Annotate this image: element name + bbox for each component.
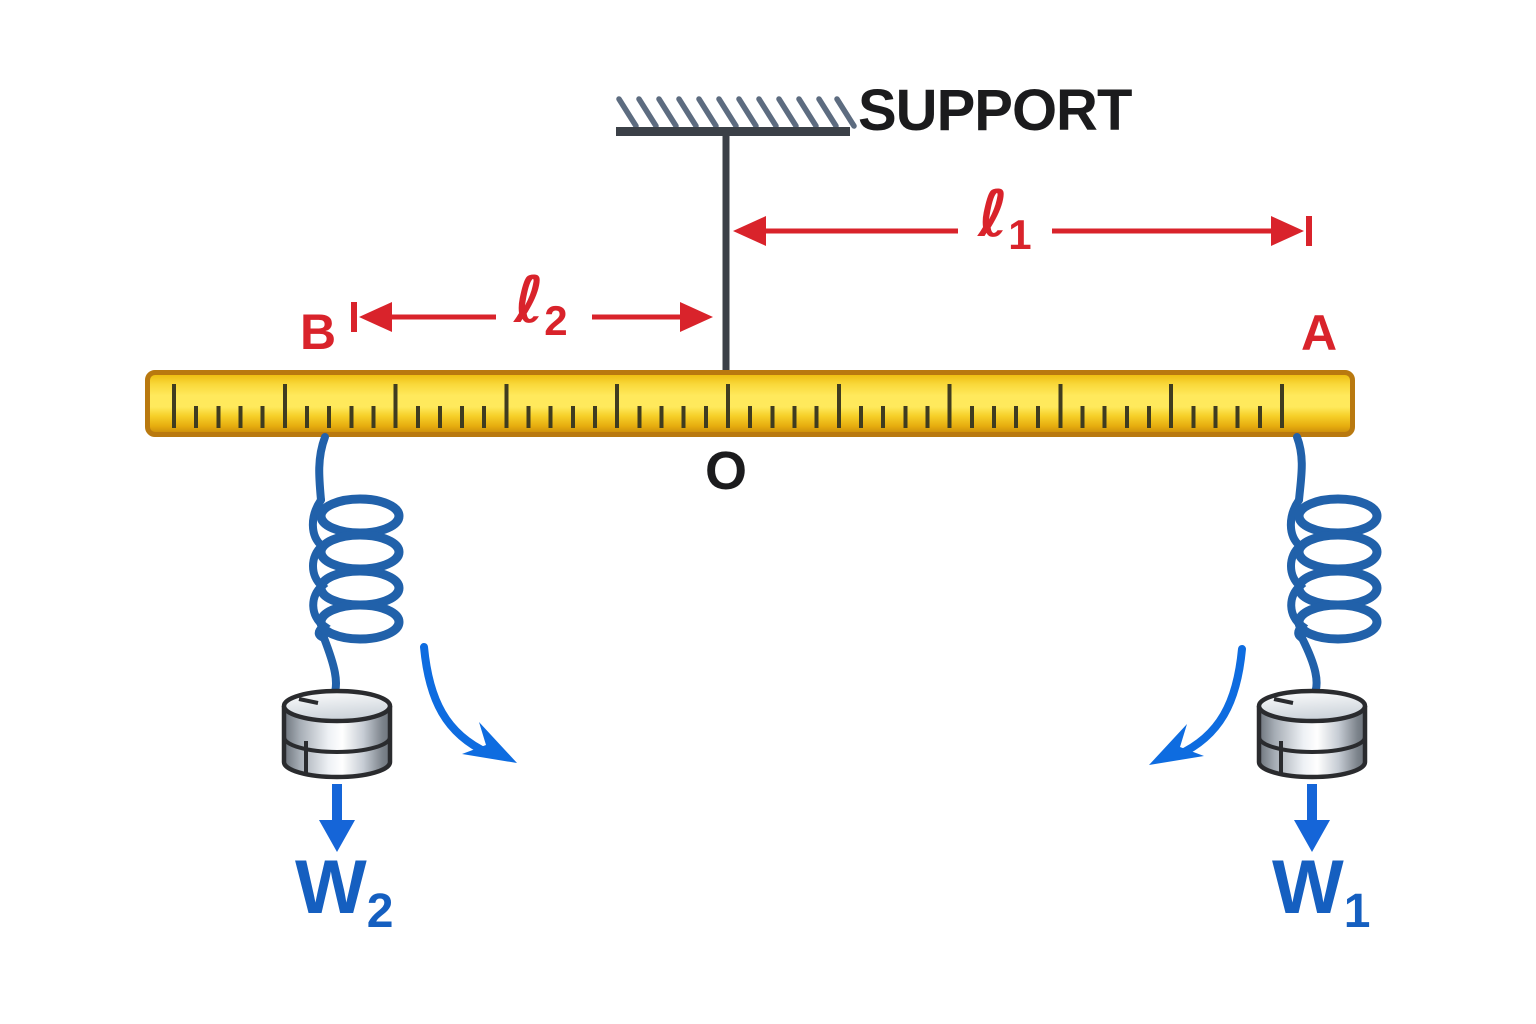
rotation-arrowhead-right bbox=[1149, 724, 1204, 765]
l2-left-arrowhead bbox=[359, 302, 392, 332]
w2-symbol: W bbox=[295, 845, 367, 930]
ceiling-support bbox=[616, 96, 857, 374]
weight-force-arrow-w2 bbox=[319, 784, 355, 852]
l1-left-arrowhead bbox=[733, 216, 766, 246]
right-weight bbox=[1256, 688, 1368, 780]
l1-symbol: ℓ bbox=[978, 178, 1009, 252]
right-string-bottom bbox=[1298, 634, 1321, 701]
weight-glare-mark bbox=[1273, 697, 1294, 705]
rotation-arrowhead-left bbox=[462, 722, 517, 763]
left-hanging-assembly bbox=[281, 433, 404, 852]
weight-force-arrow-w1 bbox=[1294, 784, 1330, 852]
meter-ruler bbox=[145, 370, 1355, 437]
support-bar bbox=[616, 127, 850, 136]
rotation-arrow-right bbox=[1149, 645, 1246, 765]
l2-subscript: 2 bbox=[544, 297, 568, 344]
support-label: SUPPORT bbox=[858, 78, 1132, 143]
ruler-ticks bbox=[172, 384, 1284, 428]
support-rod bbox=[722, 134, 730, 374]
l1-end-bar bbox=[1306, 216, 1312, 246]
left-spring-coils bbox=[316, 494, 404, 644]
weight-glare-mark bbox=[298, 697, 319, 705]
point-a-label: A bbox=[1301, 305, 1338, 361]
l2-right-arrowhead bbox=[680, 302, 713, 332]
l2-symbol: ℓ bbox=[514, 264, 545, 338]
point-b-label: B bbox=[300, 304, 337, 360]
hatch-lines bbox=[616, 96, 857, 129]
right-spring-coils bbox=[1294, 494, 1382, 644]
w1-subscript: 1 bbox=[1343, 885, 1371, 938]
w1-symbol: W bbox=[1272, 845, 1344, 930]
pivot-o-label: O bbox=[704, 441, 747, 501]
left-weight bbox=[281, 688, 393, 780]
w2-subscript: 2 bbox=[366, 885, 394, 938]
l2-end-bar bbox=[351, 302, 357, 332]
l1-subscript: 1 bbox=[1008, 211, 1032, 258]
left-string-bottom bbox=[320, 634, 340, 701]
right-string-top bbox=[1293, 433, 1306, 504]
right-hanging-assembly bbox=[1256, 433, 1382, 852]
left-string-top bbox=[315, 433, 329, 504]
l1-right-arrowhead bbox=[1271, 216, 1304, 246]
ruler-minor-ticks bbox=[172, 406, 1284, 428]
dimension-l2-arrow bbox=[351, 302, 713, 332]
rotation-arrow-left bbox=[420, 643, 517, 763]
dimension-l1-arrow bbox=[733, 216, 1312, 246]
